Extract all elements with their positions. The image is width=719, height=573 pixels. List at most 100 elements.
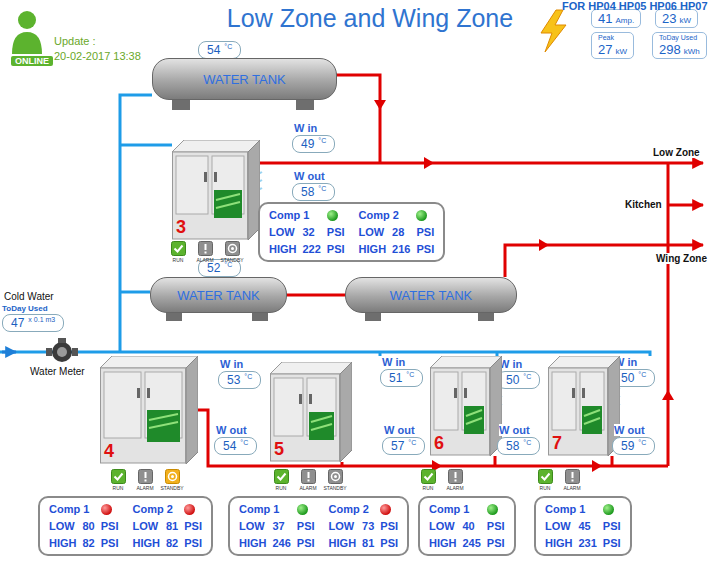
power-box: ToDay Used298kWh xyxy=(652,32,707,59)
power-value: 27 xyxy=(598,42,612,57)
box-value: 54 xyxy=(223,439,236,453)
pipe-connector xyxy=(287,294,345,297)
box-unit: x 0.1 m3 xyxy=(28,316,55,323)
status-led xyxy=(101,504,112,515)
box-unit: °C xyxy=(638,371,646,378)
water-temp-box: W in50°C xyxy=(497,358,540,389)
pressure-value: 82 xyxy=(166,537,178,549)
callout-number: 4 xyxy=(104,441,114,462)
box-heading: ToDay Used xyxy=(2,304,64,313)
compressor-panel: Comp 1LOW80PSIHIGH82PSIComp 2LOW81PSIHIG… xyxy=(38,496,213,556)
compressor-name: Comp 1 xyxy=(429,503,481,515)
box-value: 58 xyxy=(506,439,519,453)
pressure-side: HIGH xyxy=(429,537,457,549)
pressure-unit: PSI xyxy=(416,243,434,255)
compressor-name: Comp 2 xyxy=(132,503,178,515)
status-led xyxy=(380,504,391,515)
box-heading: W in xyxy=(614,356,655,368)
pressure-unit: PSI xyxy=(487,537,505,549)
power-value: 41 xyxy=(598,11,612,26)
box-unit: °C xyxy=(240,439,248,446)
compressor-readings: Comp 2LOW73PSIHIGH81PSI xyxy=(329,503,398,549)
callout-number: 7 xyxy=(552,433,562,454)
icon-caption: RUN xyxy=(173,257,184,263)
box-unit: °C xyxy=(244,373,252,380)
compressor-readings: Comp 2LOW28PSIHIGH216PSI xyxy=(359,209,435,255)
compressor-name: Comp 1 xyxy=(49,503,95,515)
pressure-unit: PSI xyxy=(487,520,505,532)
outlet-label: Wing Zone xyxy=(655,253,708,264)
tank-label: WATER TANK xyxy=(177,288,260,303)
heat-pump-unit: 5 xyxy=(270,362,352,462)
water-temp-box: W out 54 °C xyxy=(214,424,257,455)
inlet-arrow xyxy=(2,351,16,354)
pressure-value: 81 xyxy=(362,537,374,549)
water-tank: WATER TANK xyxy=(152,58,337,100)
box-value: 59 xyxy=(621,439,634,453)
pressure-unit: PSI xyxy=(101,520,119,532)
pressure-value: 73 xyxy=(362,520,374,532)
value-box: 47 x 0.1 m3 xyxy=(2,314,64,332)
water-temp-box: W in49°C xyxy=(292,122,335,153)
label-text: Update : xyxy=(54,35,96,47)
box-unit: °C xyxy=(406,371,414,378)
power-value: 23 xyxy=(662,11,676,26)
icon-caption: RUN xyxy=(276,485,287,491)
box-value: 49 xyxy=(301,137,314,151)
compressor-readings: Comp 1LOW80PSIHIGH82PSI xyxy=(49,503,118,549)
icon-caption: RUN xyxy=(423,485,434,491)
water-tank: WATER TANK xyxy=(150,277,287,313)
compressor-name: Comp 1 xyxy=(545,503,597,515)
value-box: 54 °C xyxy=(214,437,257,455)
box-heading: W out xyxy=(216,424,257,436)
power-heading: Peak xyxy=(598,34,627,42)
label-text: Cold Water xyxy=(4,291,54,302)
pressure-value: 32 xyxy=(303,226,321,238)
pressure-side: HIGH xyxy=(49,537,77,549)
water-temp-box: W out59°C xyxy=(612,424,655,455)
pressure-side: LOW xyxy=(49,520,77,532)
tank-label: WATER TANK xyxy=(203,72,286,87)
pressure-side: HIGH xyxy=(239,537,267,549)
box-heading: W in xyxy=(382,356,423,368)
pressure-unit: PSI xyxy=(327,226,345,238)
box-value: 50 xyxy=(621,371,634,385)
box-unit: °C xyxy=(318,137,326,144)
pressure-side: HIGH xyxy=(359,243,387,255)
icon-caption: RUN xyxy=(540,485,551,491)
pressure-unit: PSI xyxy=(297,537,315,549)
power-value: 298 xyxy=(659,42,681,57)
icon-caption: RUN xyxy=(113,485,124,491)
pressure-side: LOW xyxy=(545,520,573,532)
heat-pump-unit: 3 xyxy=(172,140,260,240)
box-value: 50 xyxy=(506,373,519,387)
power-unit: kW xyxy=(615,47,627,56)
pressure-value: 82 xyxy=(83,537,95,549)
value-box: 50°C xyxy=(497,371,540,389)
label-text: ONLINE xyxy=(11,56,53,66)
pressure-side: LOW xyxy=(359,226,387,238)
power-box: Peak27kW xyxy=(591,32,634,59)
pressure-value: 216 xyxy=(392,243,410,255)
power-unit: kW xyxy=(679,16,691,25)
icon-caption: STANDBY xyxy=(220,257,243,263)
callout-number: 3 xyxy=(176,217,186,238)
pressure-unit: PSI xyxy=(101,537,119,549)
pressure-side: LOW xyxy=(132,520,160,532)
water-temp-box: W out58°C xyxy=(497,424,540,455)
callout-number: 5 xyxy=(274,439,284,460)
icon-caption: STANDBY xyxy=(323,485,346,491)
box-value: 47 xyxy=(11,316,24,330)
pressure-unit: PSI xyxy=(380,520,398,532)
value-box: 53 °C xyxy=(218,371,261,389)
box-value: 53 xyxy=(227,373,240,387)
value-box: 54°C xyxy=(198,41,241,59)
compressor-name: Comp 2 xyxy=(329,503,375,515)
pressure-value: 222 xyxy=(303,243,321,255)
box-unit: °C xyxy=(523,439,531,446)
online-icon xyxy=(8,6,46,54)
temp-value: 54 xyxy=(207,43,220,57)
heat-pump-cabinet xyxy=(100,356,198,464)
box-value: 51 xyxy=(389,371,402,385)
box-heading: W out xyxy=(614,424,655,436)
